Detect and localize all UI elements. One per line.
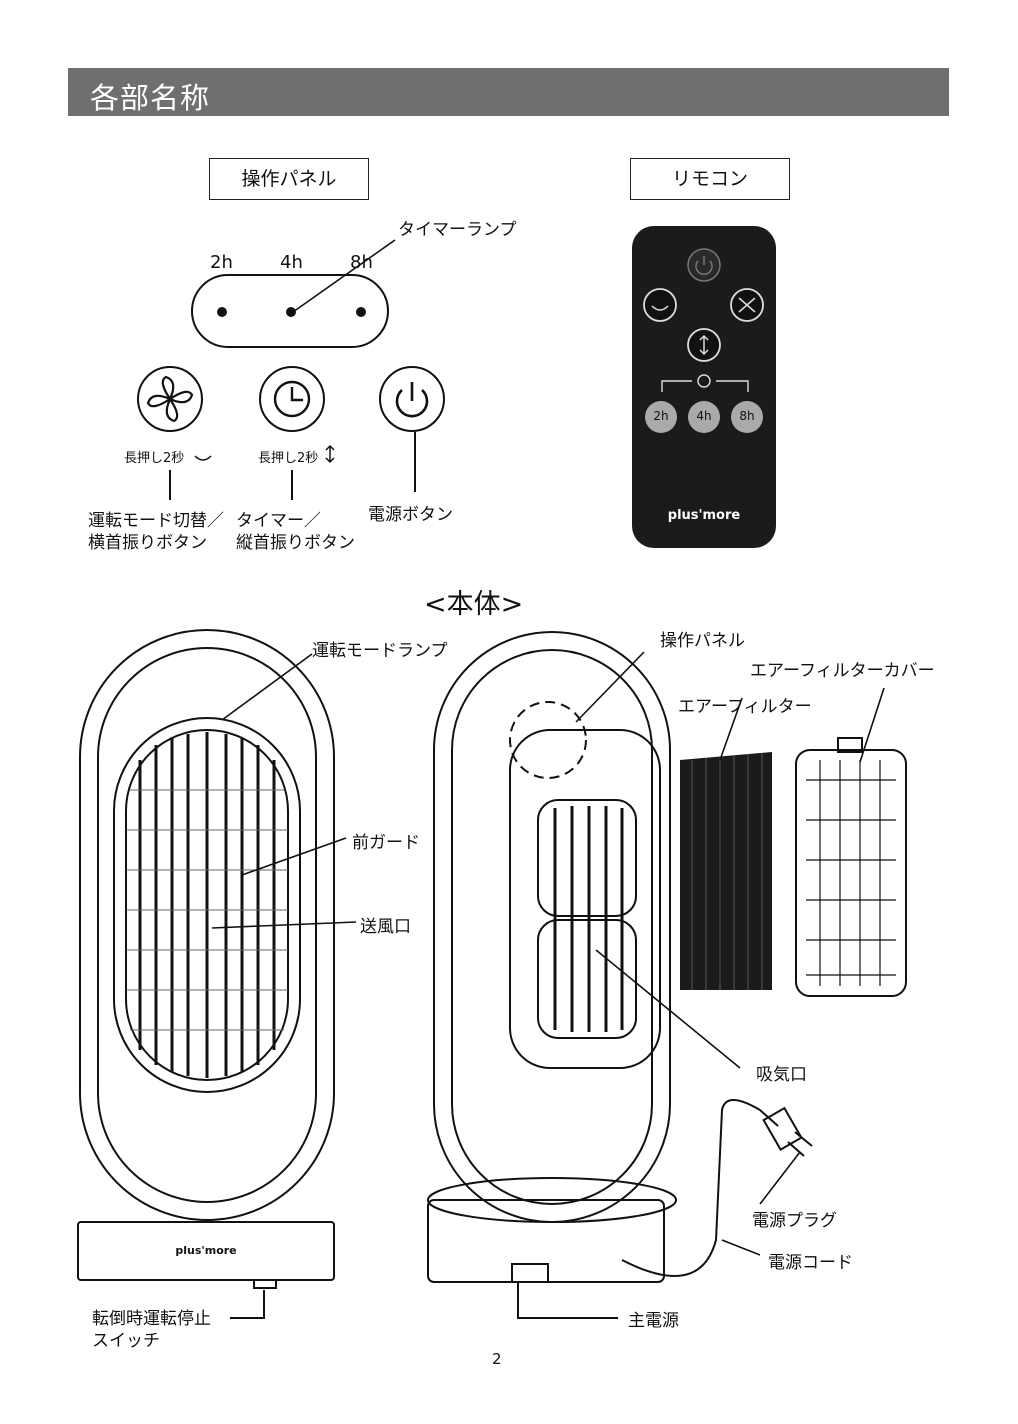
clock-icon xyxy=(275,382,309,416)
body-title: <本体> xyxy=(424,582,523,621)
timer-button-label-line2: 縦首振りボタン xyxy=(236,528,355,553)
hour-label-4h: 4h xyxy=(280,252,303,273)
remote-2h-button: 2h xyxy=(649,409,673,423)
remote-control xyxy=(632,226,776,548)
long-press-label-1: 長押し2秒 xyxy=(124,447,184,466)
inlet-label: 吸気口 xyxy=(756,1060,807,1085)
mode-button-label-line2: 横首振りボタン xyxy=(88,528,207,553)
hour-label-8h: 8h xyxy=(350,252,373,273)
filter-cover-label: エアーフィルターカバー xyxy=(750,656,935,681)
front-guard-label: 前ガード xyxy=(352,828,420,853)
rear-panel-label: 操作パネル xyxy=(660,626,745,651)
power-icon xyxy=(397,382,427,416)
fan-icon xyxy=(148,377,192,421)
plug-label: 電源プラグ xyxy=(752,1206,837,1231)
heater-front xyxy=(78,630,356,1318)
remote-4h-button: 4h xyxy=(692,409,716,423)
front-brand-logo: plus'more xyxy=(78,1244,334,1257)
mode-lamp-label: 運転モードランプ xyxy=(312,636,448,661)
tip-switch-label-line2: スイッチ xyxy=(92,1326,160,1351)
air-filter xyxy=(680,698,772,990)
long-press-label-2: 長押し2秒 xyxy=(258,447,318,466)
filter-cover xyxy=(796,688,906,996)
hour-label-2h: 2h xyxy=(210,252,233,273)
timer-lamp-label: タイマーランプ xyxy=(398,215,517,240)
outlet-label: 送風口 xyxy=(360,912,411,937)
page-number: 2 xyxy=(492,1350,502,1368)
filter-label: エアーフィルター xyxy=(678,692,812,717)
power-button-label: 電源ボタン xyxy=(368,500,453,525)
remote-brand-logo: plus'more xyxy=(632,508,776,523)
main-power-label: 主電源 xyxy=(628,1306,679,1331)
remote-8h-button: 8h xyxy=(735,409,759,423)
cord-label: 電源コード xyxy=(768,1248,853,1273)
